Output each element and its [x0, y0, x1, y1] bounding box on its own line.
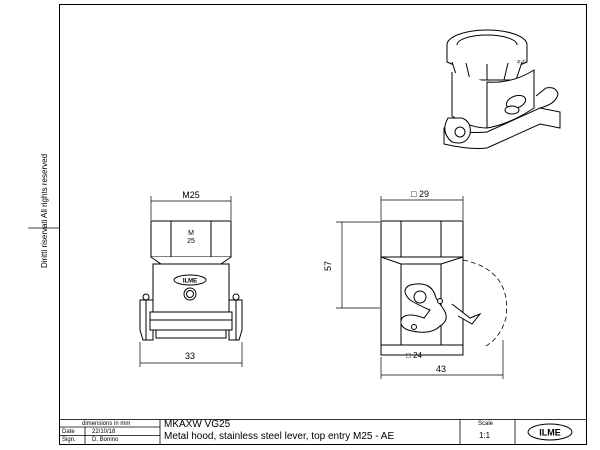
- front-thread-label-2: 25: [187, 238, 195, 245]
- side-base-square-label: □ 24: [406, 351, 423, 360]
- tb-sign-label: Sign.: [62, 437, 76, 443]
- tb-scale-value: 1:1: [479, 431, 491, 440]
- side-dimension-lines: [336, 196, 504, 379]
- side-top-width-label: □ 29: [411, 189, 429, 199]
- title-block: [59, 419, 587, 445]
- front-nut-label: M25: [182, 190, 200, 200]
- tb-description: Metal hood, stainless steel lever, top e…: [164, 431, 395, 442]
- tb-part-code: MKAXW VG25: [164, 419, 231, 430]
- iso-view: [443, 29, 561, 149]
- front-view: [139, 220, 243, 341]
- tb-date-value: 22/10/18: [92, 429, 116, 435]
- front-dimension-lines: [139, 196, 243, 367]
- tb-scale-label: Scale: [478, 421, 494, 427]
- front-thread-label-1: M: [188, 230, 194, 237]
- tb-sign-value: D. Bonino: [92, 437, 119, 443]
- iso-nut-text-2: 25: [520, 58, 526, 65]
- rights-reserved-en: All rights reserved: [40, 153, 49, 218]
- iso-nut-text-1: M: [516, 59, 522, 64]
- front-logo-text: ILME: [183, 279, 197, 285]
- side-view: [380, 220, 482, 356]
- rights-reserved-it: Diritti riservati: [40, 219, 49, 268]
- side-height-label: 57: [323, 261, 333, 271]
- tb-date-label: Date: [62, 429, 75, 435]
- lever-swing-arc: [462, 259, 508, 347]
- svg-text:ILME: ILME: [539, 428, 561, 438]
- side-width-label: 43: [436, 364, 446, 374]
- tb-units: dimensions in mm: [82, 421, 131, 427]
- tb-logo-icon: ILME: [527, 423, 573, 441]
- front-width-label: 33: [185, 351, 195, 361]
